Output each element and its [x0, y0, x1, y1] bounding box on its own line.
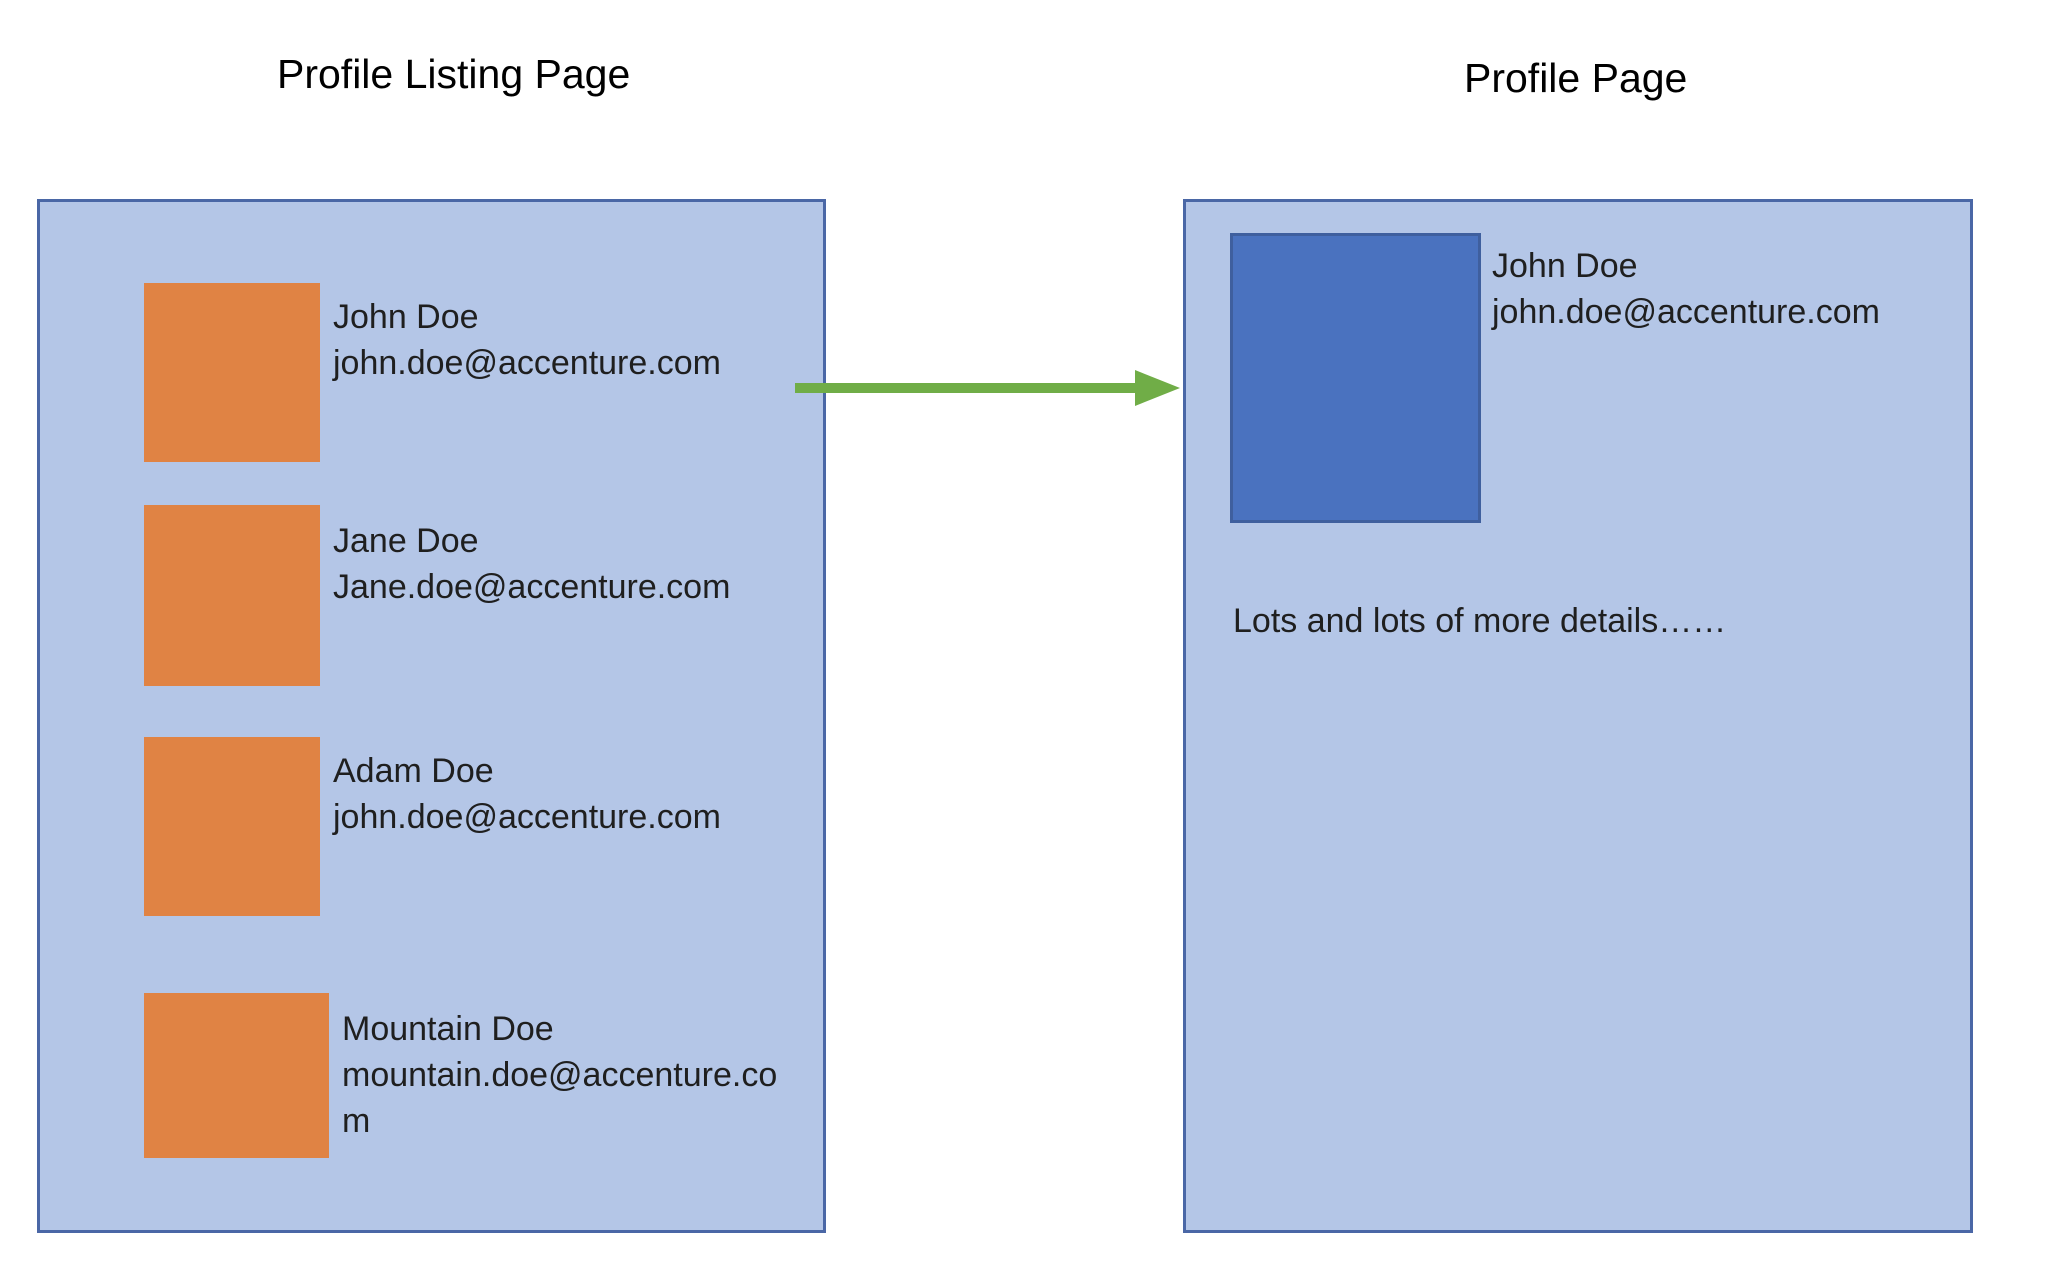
listing-avatar-1[interactable]	[144, 283, 320, 462]
listing-avatar-4[interactable]	[144, 993, 329, 1158]
profile-listing-page-title: Profile Listing Page	[277, 51, 631, 97]
listing-email-3: john.doe@accenture.com	[333, 798, 721, 836]
navigation-arrow	[795, 370, 1180, 406]
profile-name: John Doe	[1492, 247, 1638, 285]
profile-details: Lots and lots of more details……	[1233, 602, 1727, 640]
listing-name-4[interactable]: Mountain Doe	[342, 1010, 554, 1048]
listing-name-3[interactable]: Adam Doe	[333, 752, 494, 790]
profile-avatar	[1230, 233, 1481, 523]
listing-name-1[interactable]: John Doe	[333, 298, 479, 336]
listing-email-2: Jane.doe@accenture.com	[333, 568, 731, 606]
profile-email: john.doe@accenture.com	[1492, 293, 1880, 331]
listing-name-2[interactable]: Jane Doe	[333, 522, 479, 560]
listing-email-4: mountain.doe@accenture.com	[342, 1056, 778, 1140]
listing-avatar-2[interactable]	[144, 505, 320, 686]
profile-page-title: Profile Page	[1464, 55, 1688, 101]
listing-email-1: john.doe@accenture.com	[333, 344, 721, 382]
arrow-head	[1135, 370, 1180, 406]
listing-avatar-3[interactable]	[144, 737, 320, 916]
